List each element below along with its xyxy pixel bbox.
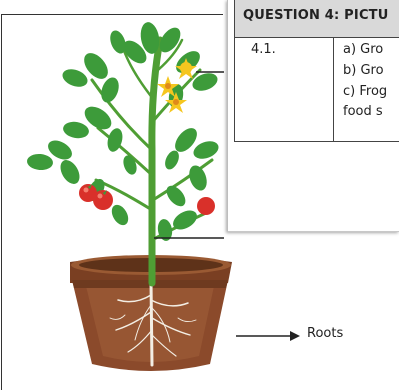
question-card: QUESTION 4: PICTU 4.1. a) Gro b) Gro c) … xyxy=(227,0,399,232)
roots-arrowhead-icon xyxy=(290,331,300,341)
answer-line-b: b) Gro xyxy=(343,63,384,78)
answer-line-c: c) Frog xyxy=(343,84,387,99)
question-header-row: QUESTION 4: PICTU xyxy=(235,0,399,38)
question-header-text: QUESTION 4: PICTU xyxy=(243,8,389,23)
roots-label: Roots xyxy=(307,326,343,341)
question-number: 4.1. xyxy=(251,42,276,57)
plant-stem xyxy=(92,40,212,283)
question-table: QUESTION 4: PICTU 4.1. a) Gro b) Gro c) … xyxy=(234,0,399,142)
answer-line-d: food s xyxy=(343,104,383,119)
plant-leaves xyxy=(26,21,221,242)
answer-line-a: a) Gro xyxy=(343,42,383,57)
column-divider xyxy=(333,38,334,142)
